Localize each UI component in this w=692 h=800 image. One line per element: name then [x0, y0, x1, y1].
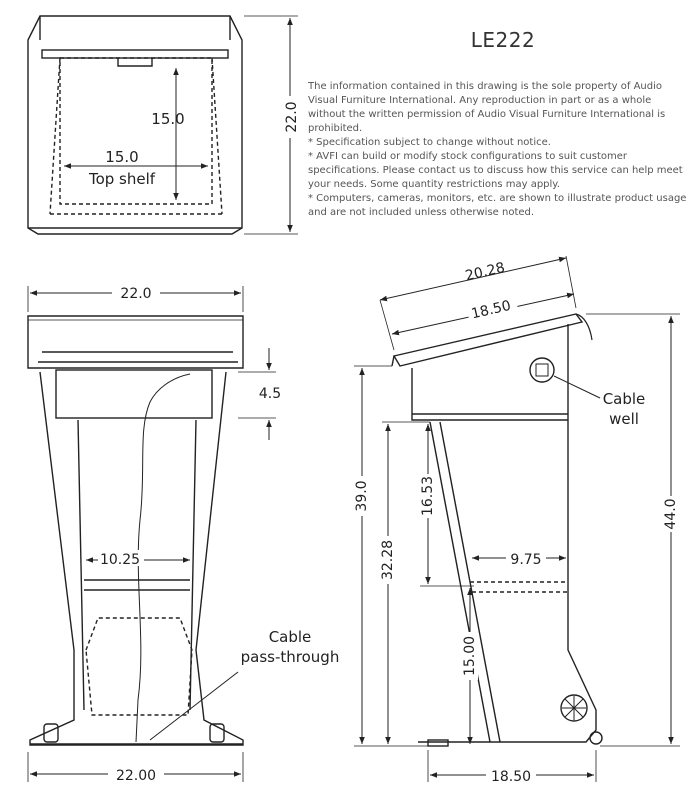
front-top-slab	[27, 315, 244, 369]
top-shelf-caption: Top shelf	[88, 170, 156, 188]
notes-ownership: The information contained in this drawin…	[308, 81, 666, 134]
front-base-width-label: 22.00	[116, 768, 156, 784]
front-shelf-box	[55, 369, 213, 419]
wheel-icon	[560, 694, 588, 722]
front-shelf-height-label: 4.5	[259, 386, 281, 402]
top-shelf-depth-label: 15.0	[151, 110, 184, 128]
front-inner-width-label: 10.25	[100, 552, 140, 568]
top-shelf-outline	[59, 57, 213, 205]
cable-well-icon	[529, 357, 555, 383]
cable-pass-through-label-1: Cable	[269, 628, 312, 646]
top-view-lip	[41, 49, 229, 59]
side-view	[354, 255, 680, 782]
cable-well-label-2: well	[609, 410, 639, 428]
notes-block: The information contained in this drawin…	[308, 80, 692, 220]
side-shelf-gap-label: 16.53	[420, 476, 436, 516]
side-body-rear	[418, 324, 597, 743]
notes-spec-change: * Specification subject to change withou…	[308, 137, 551, 148]
top-shelf-width-label: 15.0	[105, 148, 138, 166]
top-view	[27, 15, 300, 235]
front-view	[27, 286, 276, 782]
model-code: LE222	[470, 28, 536, 52]
side-rear-height-label: 44.0	[663, 498, 679, 529]
side-front-height-label: 39.0	[354, 480, 370, 511]
side-top-slab	[392, 313, 584, 367]
side-bottom-shelf-height-label: 15.00	[462, 636, 478, 676]
side-top-slant-label: 20.28	[464, 260, 507, 285]
cable-well-label-1: Cable	[603, 390, 646, 408]
top-overall-depth-label: 22.0	[284, 101, 300, 132]
front-top-width-label: 22.0	[120, 286, 151, 302]
cable-pass-through-label-2: pass-through	[241, 648, 340, 666]
notes-customization: * AVFI can build or modify stock configu…	[308, 151, 683, 190]
side-base-depth-label: 18.50	[491, 769, 531, 785]
notes-equipment: * Computers, cameras, monitors, etc. are…	[308, 193, 687, 218]
front-body-outline	[29, 371, 244, 746]
side-shelf-depth-label: 9.75	[510, 552, 541, 568]
side-lower-height-label: 32.28	[380, 540, 396, 580]
